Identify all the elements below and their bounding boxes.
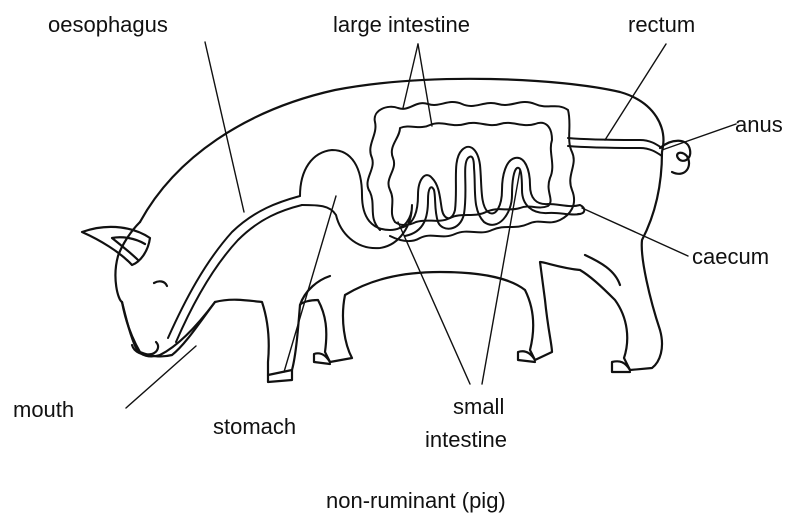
pig-ear [82,227,150,265]
digestive-tract [168,102,662,342]
label-rectum: rectum [628,12,695,37]
label-small-intestine-line1: small [453,394,504,419]
leader-stomach [284,196,336,372]
small-intestine-coil [400,147,584,228]
label-oesophagus: oesophagus [48,12,168,37]
leader-small-intestine-a [398,222,470,384]
small-intestine-coil-inner [405,156,580,236]
leader-caecum [582,208,688,256]
label-mouth: mouth [13,397,74,422]
label-anus: anus [735,112,783,137]
leader-large-intestine-b [418,44,432,126]
pig-body-outline [122,79,663,375]
stomach-shape [300,150,412,248]
label-stomach: stomach [213,414,296,439]
label-large-intestine: large intestine [333,12,470,37]
label-small-intestine-line2: intestine [425,427,507,452]
pig-eye [154,281,167,286]
large-intestine-inner [388,123,552,225]
leader-lines [126,42,736,408]
leg-fold-rear [585,255,620,285]
pig-jaw [160,302,215,355]
diagram-caption: non-ruminant (pig) [326,488,506,513]
label-caecum: caecum [692,244,769,269]
leader-large-intestine-a [403,44,418,108]
leader-anus [662,124,736,150]
leader-rectum [605,44,666,140]
rectum-tube-inner [568,146,662,156]
pig-head-outline [115,222,160,356]
